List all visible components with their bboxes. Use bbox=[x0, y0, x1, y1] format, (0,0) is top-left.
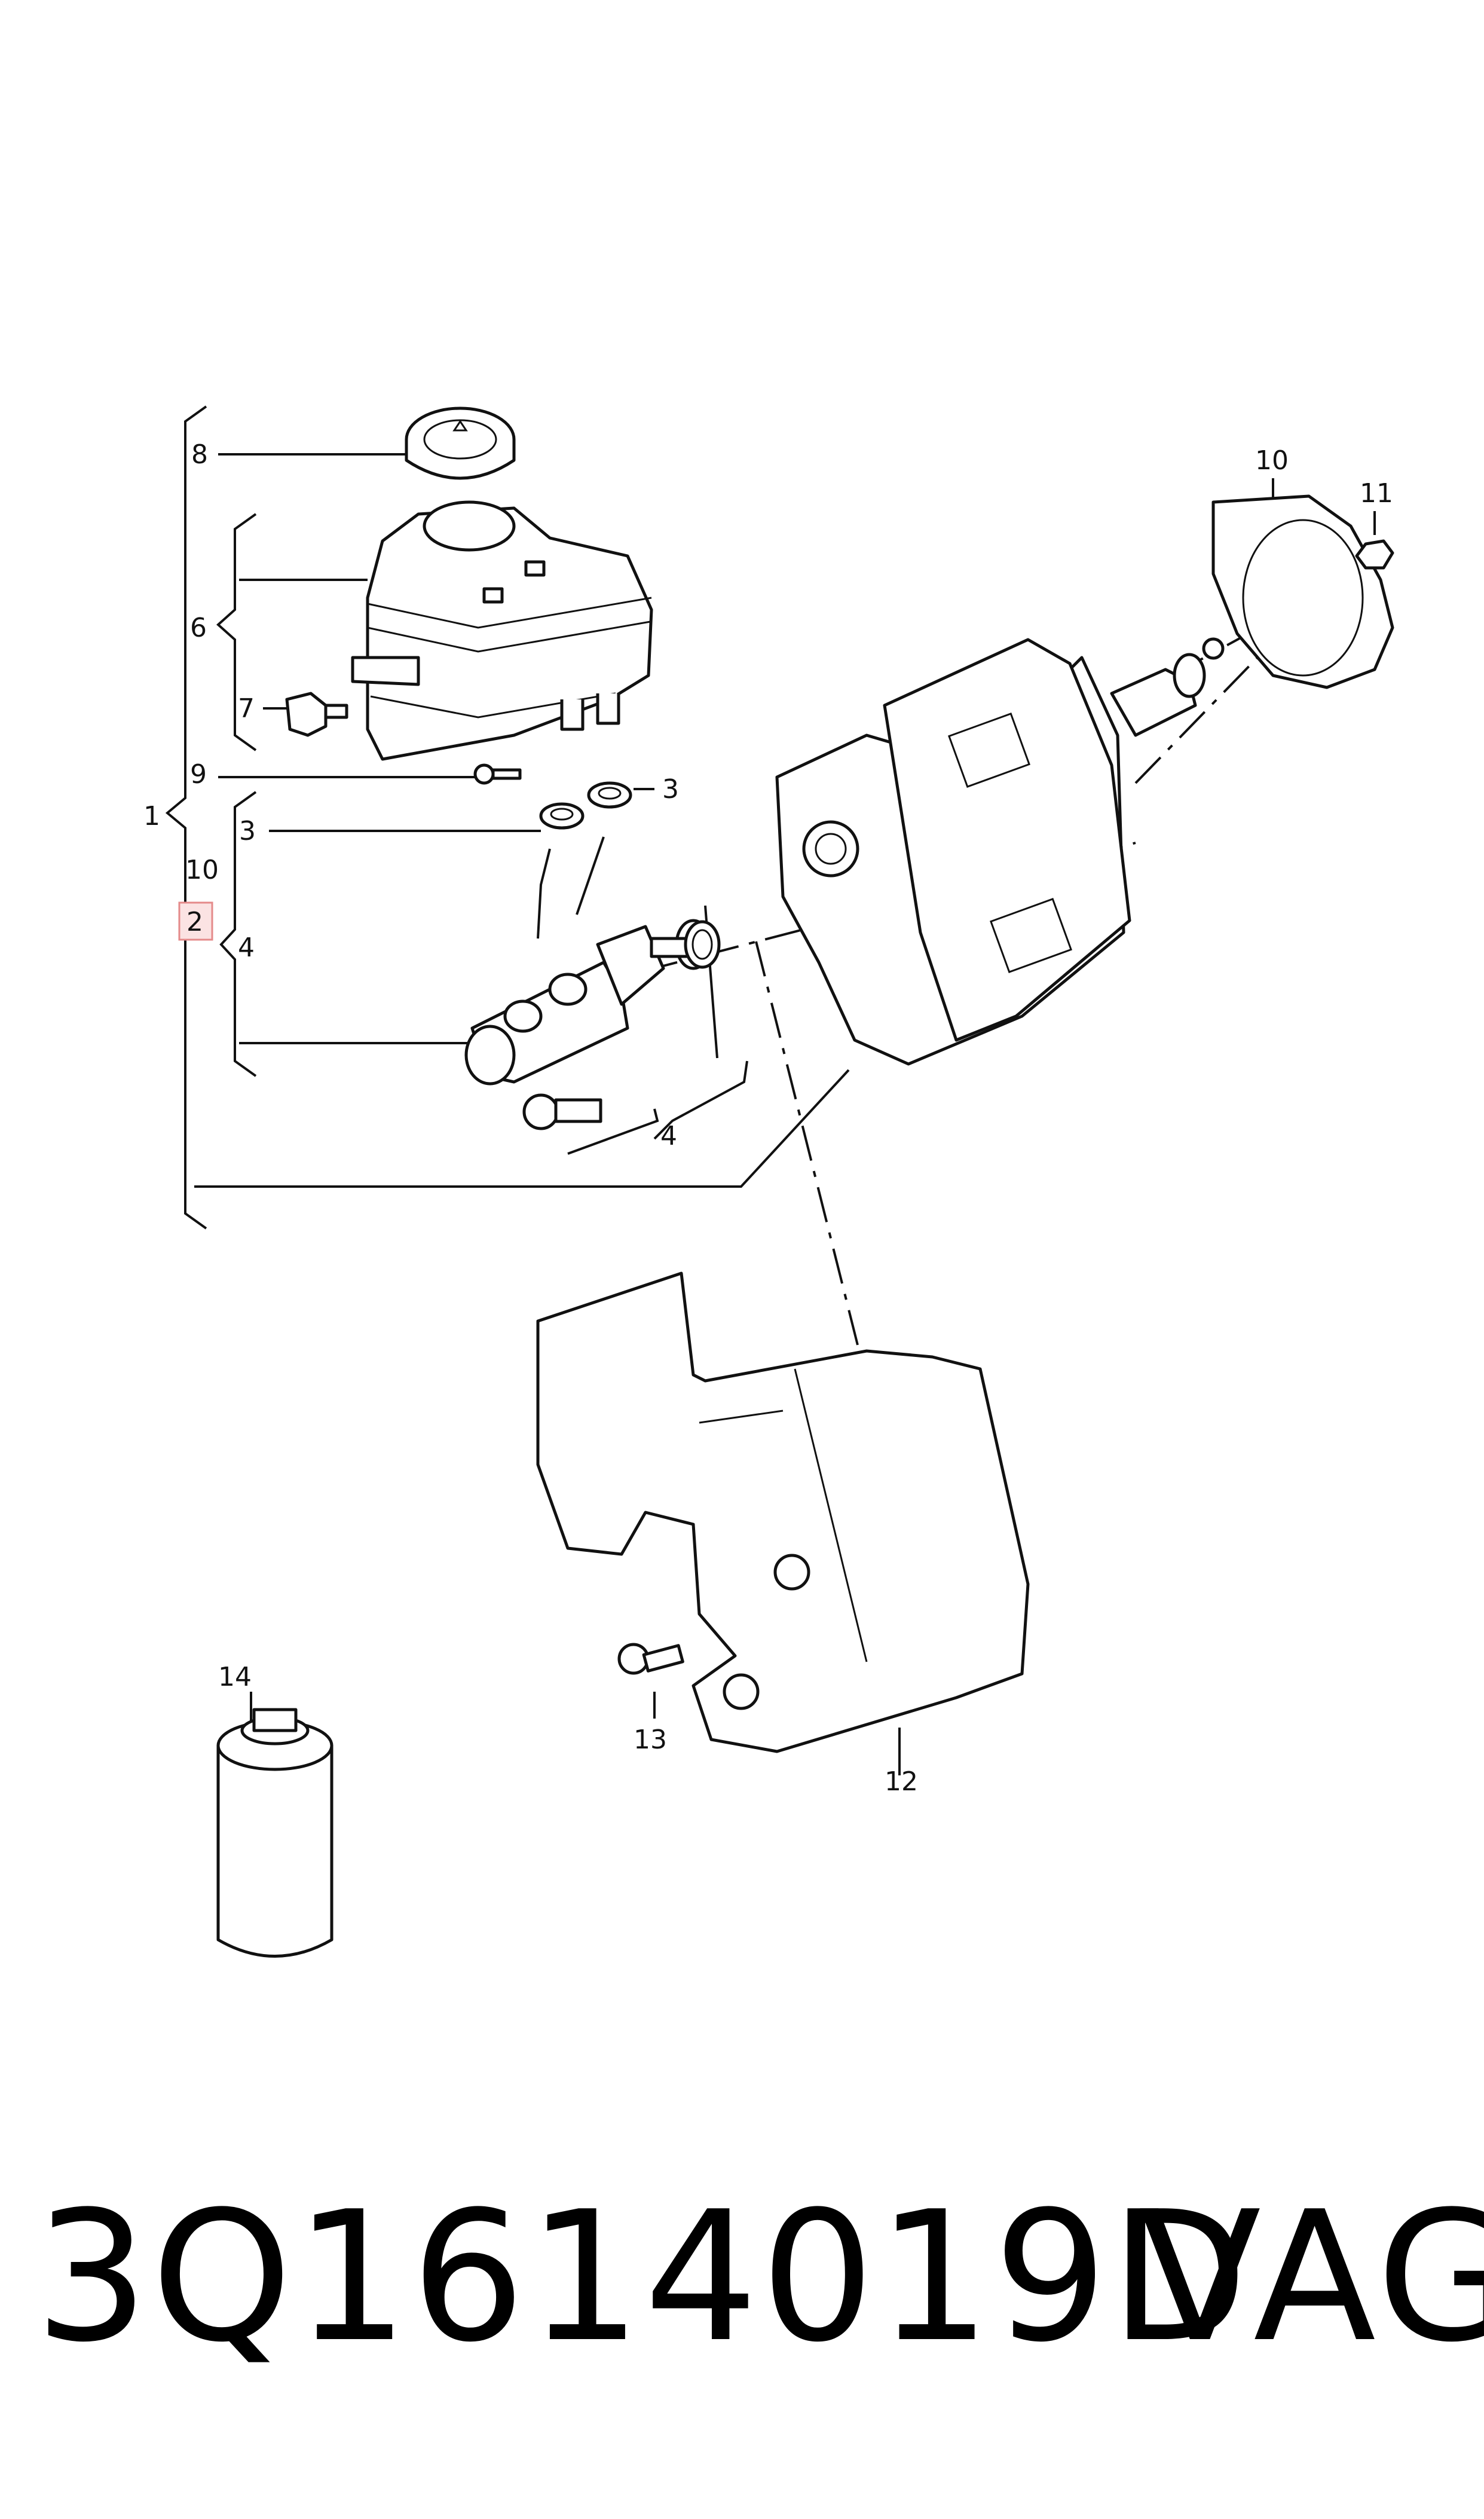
bracket-group-2 bbox=[219, 791, 472, 1077]
callout-4-left: 4 bbox=[238, 933, 255, 963]
callout-labels: 8 6 7 9 1 3 3 10 2 4 4 10 11 14 13 12 bbox=[143, 439, 1393, 1797]
bracket-group-1 bbox=[165, 405, 850, 1230]
callout-4-bottom: 4 bbox=[660, 1121, 677, 1151]
callout-7: 7 bbox=[238, 693, 255, 724]
callout-12: 12 bbox=[885, 1766, 918, 1797]
level-sensor bbox=[285, 692, 348, 737]
callout-13: 13 bbox=[634, 1725, 667, 1755]
reservoir-screw bbox=[473, 763, 522, 785]
callout-10-left: 10 bbox=[185, 855, 219, 885]
grommets bbox=[539, 781, 632, 830]
callout-2: 2 bbox=[186, 907, 203, 937]
bracket-group-6 bbox=[216, 513, 368, 751]
master-cylinder bbox=[464, 919, 712, 1086]
callout-14: 14 bbox=[218, 1662, 252, 1692]
o-ring bbox=[684, 920, 721, 969]
reservoir-cap bbox=[405, 406, 516, 480]
part-number: 3Q1614019D bbox=[35, 2173, 1251, 2382]
highlight-callout-2 bbox=[178, 901, 213, 941]
brake-fluid-reservoir bbox=[351, 500, 653, 761]
brake-booster-unit bbox=[775, 637, 1225, 1066]
callout-3-left: 3 bbox=[239, 816, 256, 846]
brake-fluid-bottle bbox=[216, 1708, 333, 1958]
gasket-plate bbox=[1211, 494, 1394, 689]
mounting-bolt bbox=[522, 1093, 602, 1130]
callout-10-right: 10 bbox=[1255, 445, 1289, 476]
mounting-bracket bbox=[536, 1271, 1030, 1753]
callout-1: 1 bbox=[143, 801, 160, 831]
bracket-bolt bbox=[617, 1643, 684, 1675]
callout-3-right: 3 bbox=[662, 774, 679, 805]
nut bbox=[1355, 539, 1394, 570]
callout-11: 11 bbox=[1360, 478, 1393, 509]
callout-6: 6 bbox=[190, 613, 207, 643]
brand-name: VAG bbox=[1139, 2173, 1484, 2382]
callout-9: 9 bbox=[190, 759, 207, 790]
leader-lines bbox=[218, 453, 1376, 1775]
callout-8: 8 bbox=[191, 439, 208, 470]
